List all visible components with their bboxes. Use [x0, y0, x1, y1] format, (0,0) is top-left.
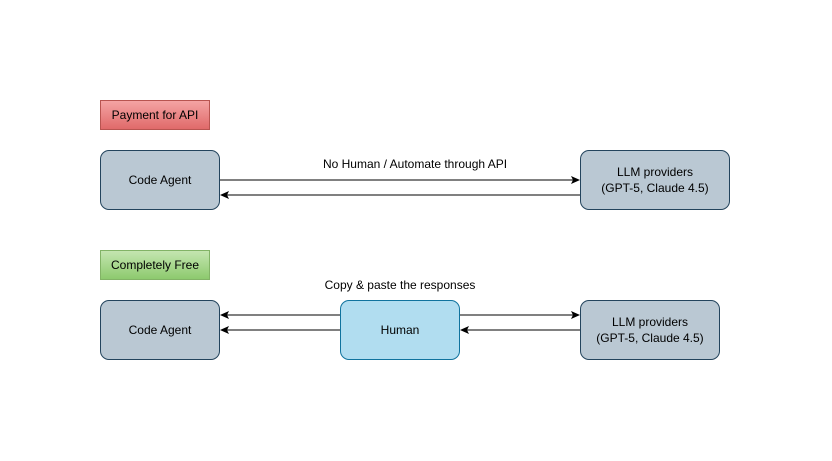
code-agent-label: Code Agent — [128, 173, 192, 187]
payment-tag-label: Payment for API — [111, 108, 199, 122]
llm-provider-models: (GPT-5, Claude 4.5) — [596, 331, 704, 345]
code-agent-node-free: Code Agent — [100, 300, 220, 360]
llm-provider-label: LLM providers — [611, 315, 689, 329]
human-node: Human — [340, 300, 460, 360]
code-agent-node-paid: Code Agent — [100, 150, 220, 210]
payment-tag: Payment for API — [100, 100, 210, 130]
api-edge-label: No Human / Automate through API — [322, 157, 508, 171]
llm-provider-node-free: LLM providers (GPT-5, Claude 4.5) — [580, 300, 720, 360]
human-label: Human — [380, 323, 420, 337]
free-tag-label: Completely Free — [110, 258, 200, 272]
llm-provider-node-paid: LLM providers (GPT-5, Claude 4.5) — [580, 150, 730, 210]
llm-provider-label: LLM providers — [616, 165, 694, 179]
code-agent-label: Code Agent — [128, 323, 192, 337]
llm-provider-models: (GPT-5, Claude 4.5) — [601, 181, 709, 195]
copy-paste-edge-label: Copy & paste the responses — [324, 278, 476, 292]
free-tag: Completely Free — [100, 250, 210, 280]
